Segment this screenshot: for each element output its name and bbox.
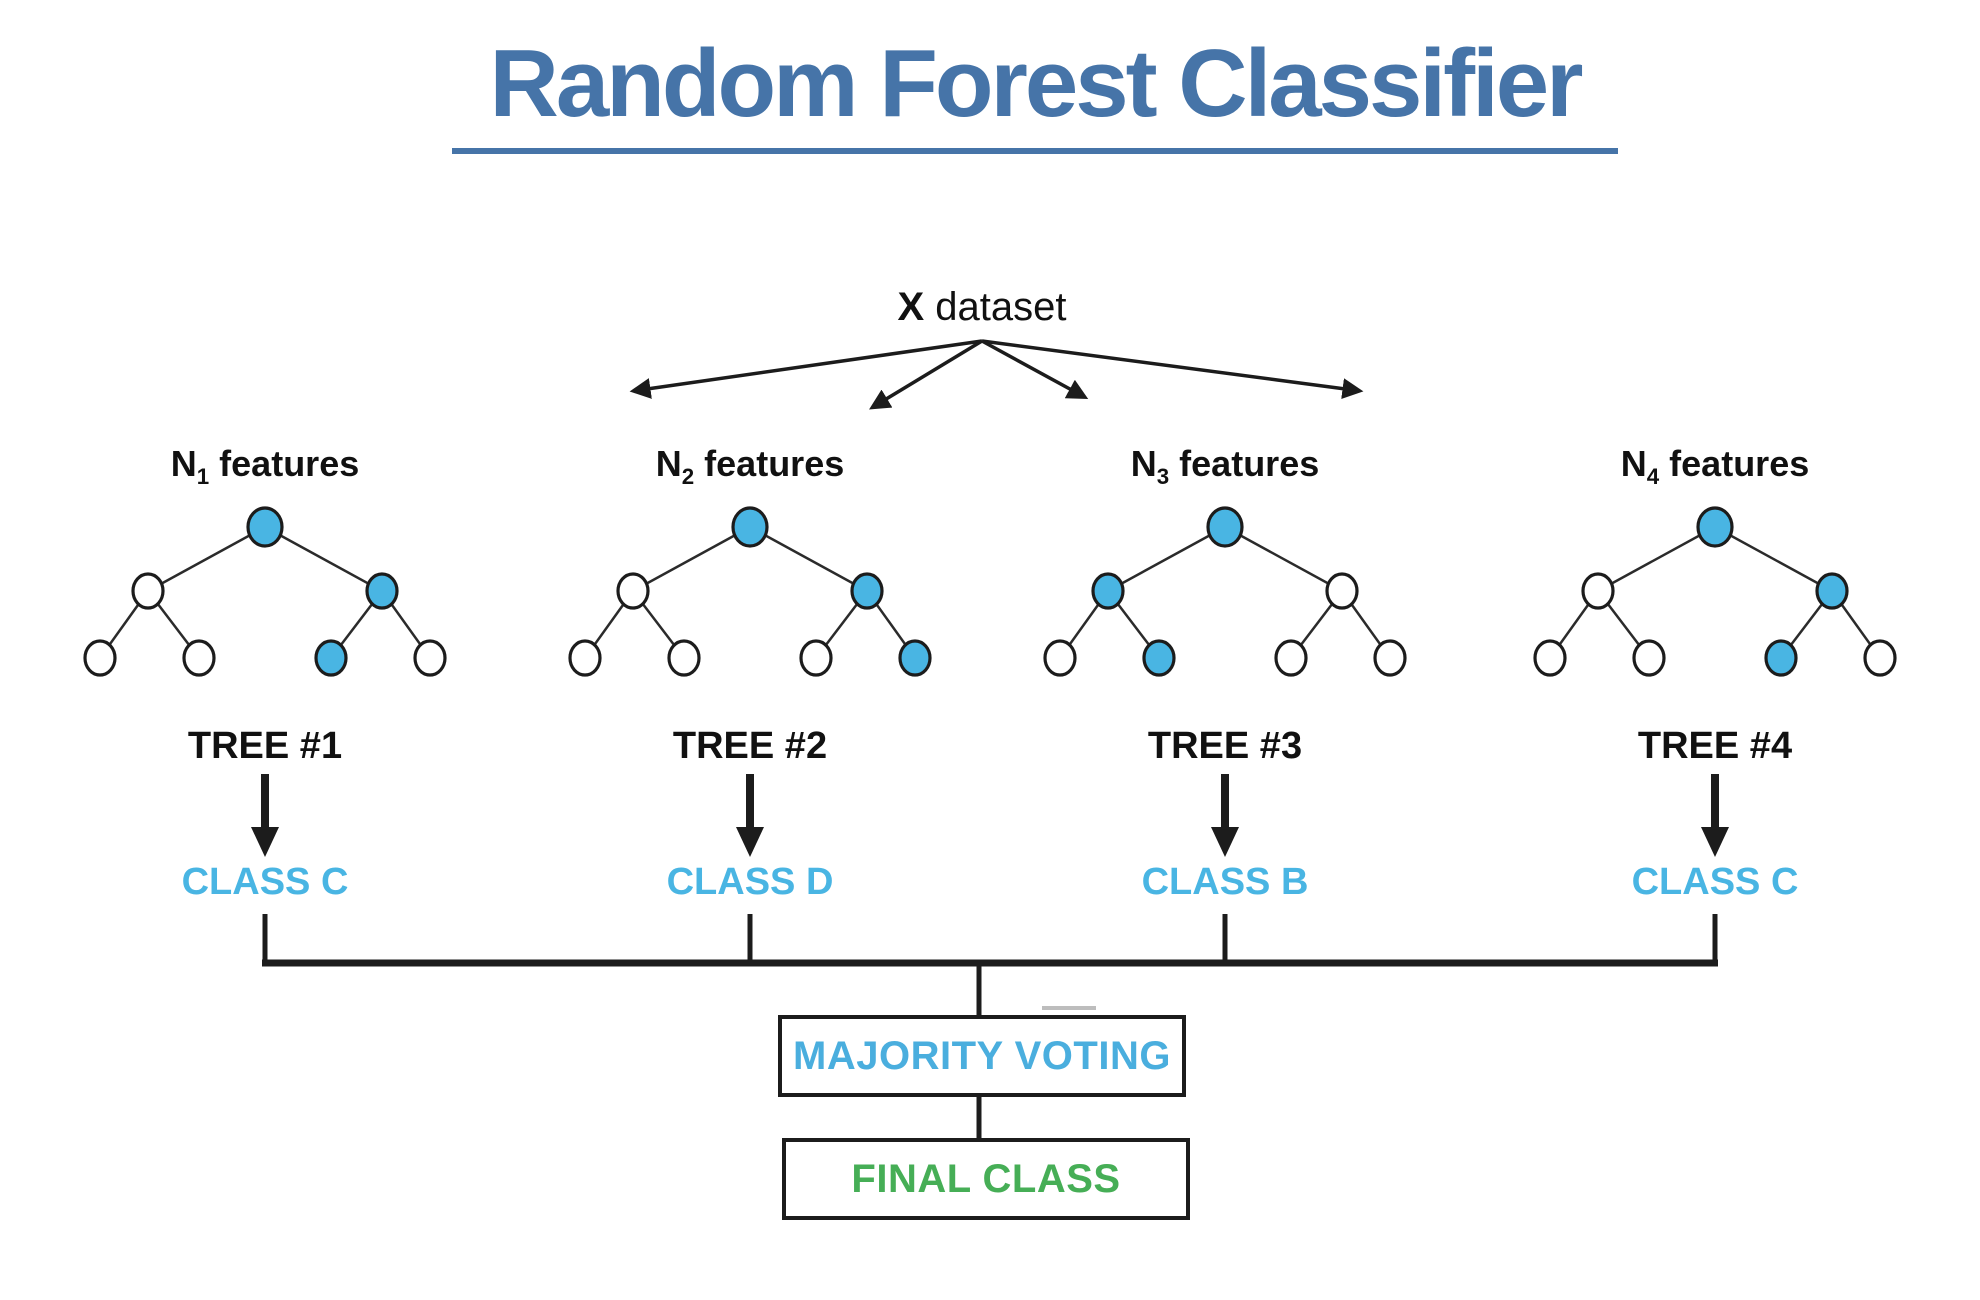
tree-node-right bbox=[365, 572, 399, 610]
features-subscript: 3 bbox=[1156, 464, 1170, 490]
tree-edge bbox=[1107, 525, 1226, 593]
tree-3-label: TREE #3 bbox=[1147, 725, 1303, 767]
tree-leaf-3 bbox=[1274, 639, 1308, 677]
tree-leaf-2 bbox=[1142, 639, 1176, 677]
tree-3-class-label: CLASS B bbox=[1141, 861, 1309, 903]
tree-leaf-4 bbox=[413, 639, 447, 677]
tree-4-features-label: N4 features bbox=[1555, 444, 1875, 490]
tree-2-class-label: CLASS D bbox=[666, 861, 834, 903]
tree-leaf-2 bbox=[667, 639, 701, 677]
features-subscript: 4 bbox=[1646, 464, 1660, 490]
tree-leaf-4 bbox=[898, 639, 932, 677]
tree-2-label: TREE #2 bbox=[672, 725, 828, 767]
final-class-box: FINAL CLASS bbox=[782, 1138, 1190, 1220]
tree-edge bbox=[1597, 525, 1716, 593]
final-class-label: FINAL CLASS bbox=[851, 1156, 1121, 1201]
tree-4-label: TREE #4 bbox=[1637, 725, 1793, 767]
tree-node-left bbox=[1091, 572, 1125, 610]
tree-edge bbox=[632, 525, 751, 593]
features-word: features bbox=[1669, 443, 1810, 484]
features-n: N bbox=[655, 443, 682, 484]
tree-3-features-label: N3 features bbox=[1065, 444, 1385, 490]
tree-leaf-3 bbox=[799, 639, 833, 677]
tree-leaf-4 bbox=[1863, 639, 1897, 677]
tree-node-root bbox=[1206, 506, 1244, 548]
tree-leaf-1 bbox=[568, 639, 602, 677]
tree-4-diagram bbox=[1533, 506, 1897, 677]
tree-node-root bbox=[246, 506, 284, 548]
tree-1-label: TREE #1 bbox=[187, 725, 343, 767]
tree-4-down-arrow-icon bbox=[1701, 774, 1729, 857]
features-word: features bbox=[219, 443, 360, 484]
tree-3-down-arrow-icon bbox=[1211, 774, 1239, 857]
tree-leaf-2 bbox=[182, 639, 216, 677]
tree-edge bbox=[749, 525, 868, 593]
majority-voting-label: MAJORITY VOTING bbox=[793, 1033, 1171, 1078]
tree-edge bbox=[1224, 525, 1343, 593]
tree-node-root bbox=[731, 506, 769, 548]
tree-leaf-1 bbox=[1043, 639, 1077, 677]
features-word: features bbox=[1179, 443, 1320, 484]
tree-2-features-label: N2 features bbox=[590, 444, 910, 490]
features-subscript: 1 bbox=[196, 464, 210, 490]
features-n: N bbox=[1130, 443, 1157, 484]
title-underline bbox=[452, 148, 1618, 154]
dataset-arrow-to-tree-2-icon bbox=[869, 339, 983, 410]
tree-node-left bbox=[131, 572, 165, 610]
dataset-label-x: X bbox=[897, 285, 925, 329]
tree-leaf-3 bbox=[314, 639, 348, 677]
tree-3-diagram bbox=[1043, 506, 1407, 677]
tree-node-right bbox=[1325, 572, 1359, 610]
tree-node-right bbox=[1815, 572, 1849, 610]
tree-1-down-arrow-icon bbox=[251, 774, 279, 857]
tree-2-down-arrow-icon bbox=[736, 774, 764, 857]
tree-4-class-label: CLASS C bbox=[1631, 861, 1799, 903]
tree-node-right bbox=[850, 572, 884, 610]
features-n: N bbox=[1620, 443, 1647, 484]
majority-voting-box: MAJORITY VOTING bbox=[778, 1015, 1186, 1097]
tree-1-features-label: N1 features bbox=[105, 444, 425, 490]
dataset-split-arrows bbox=[629, 339, 1364, 410]
features-n: N bbox=[170, 443, 197, 484]
tree-leaf-1 bbox=[83, 639, 117, 677]
tree-node-left bbox=[616, 572, 650, 610]
features-word: features bbox=[704, 443, 845, 484]
vote-bus bbox=[262, 914, 1718, 1140]
tree-edge bbox=[147, 525, 266, 593]
tree-down-arrows bbox=[251, 774, 1729, 857]
page-title: Random Forest Classifier bbox=[489, 30, 1584, 137]
tree-node-left bbox=[1581, 572, 1615, 610]
dataset-label-rest: dataset bbox=[935, 285, 1067, 329]
tree-leaf-4 bbox=[1373, 639, 1407, 677]
tree-2-diagram bbox=[568, 506, 932, 677]
dataset-arrow-to-tree-1-icon bbox=[629, 339, 983, 399]
tree-leaf-1 bbox=[1533, 639, 1567, 677]
dataset-arrow-to-tree-4-icon bbox=[981, 339, 1364, 400]
tree-node-root bbox=[1696, 506, 1734, 548]
dataset-arrow-to-tree-3-icon bbox=[981, 339, 1089, 400]
tree-edge bbox=[264, 525, 383, 593]
tree-edge bbox=[1714, 525, 1833, 593]
features-subscript: 2 bbox=[681, 464, 695, 490]
tree-1-diagram bbox=[83, 506, 447, 677]
tree-leaf-2 bbox=[1632, 639, 1666, 677]
tree-leaf-3 bbox=[1764, 639, 1798, 677]
tree-1-class-label: CLASS C bbox=[181, 861, 349, 903]
